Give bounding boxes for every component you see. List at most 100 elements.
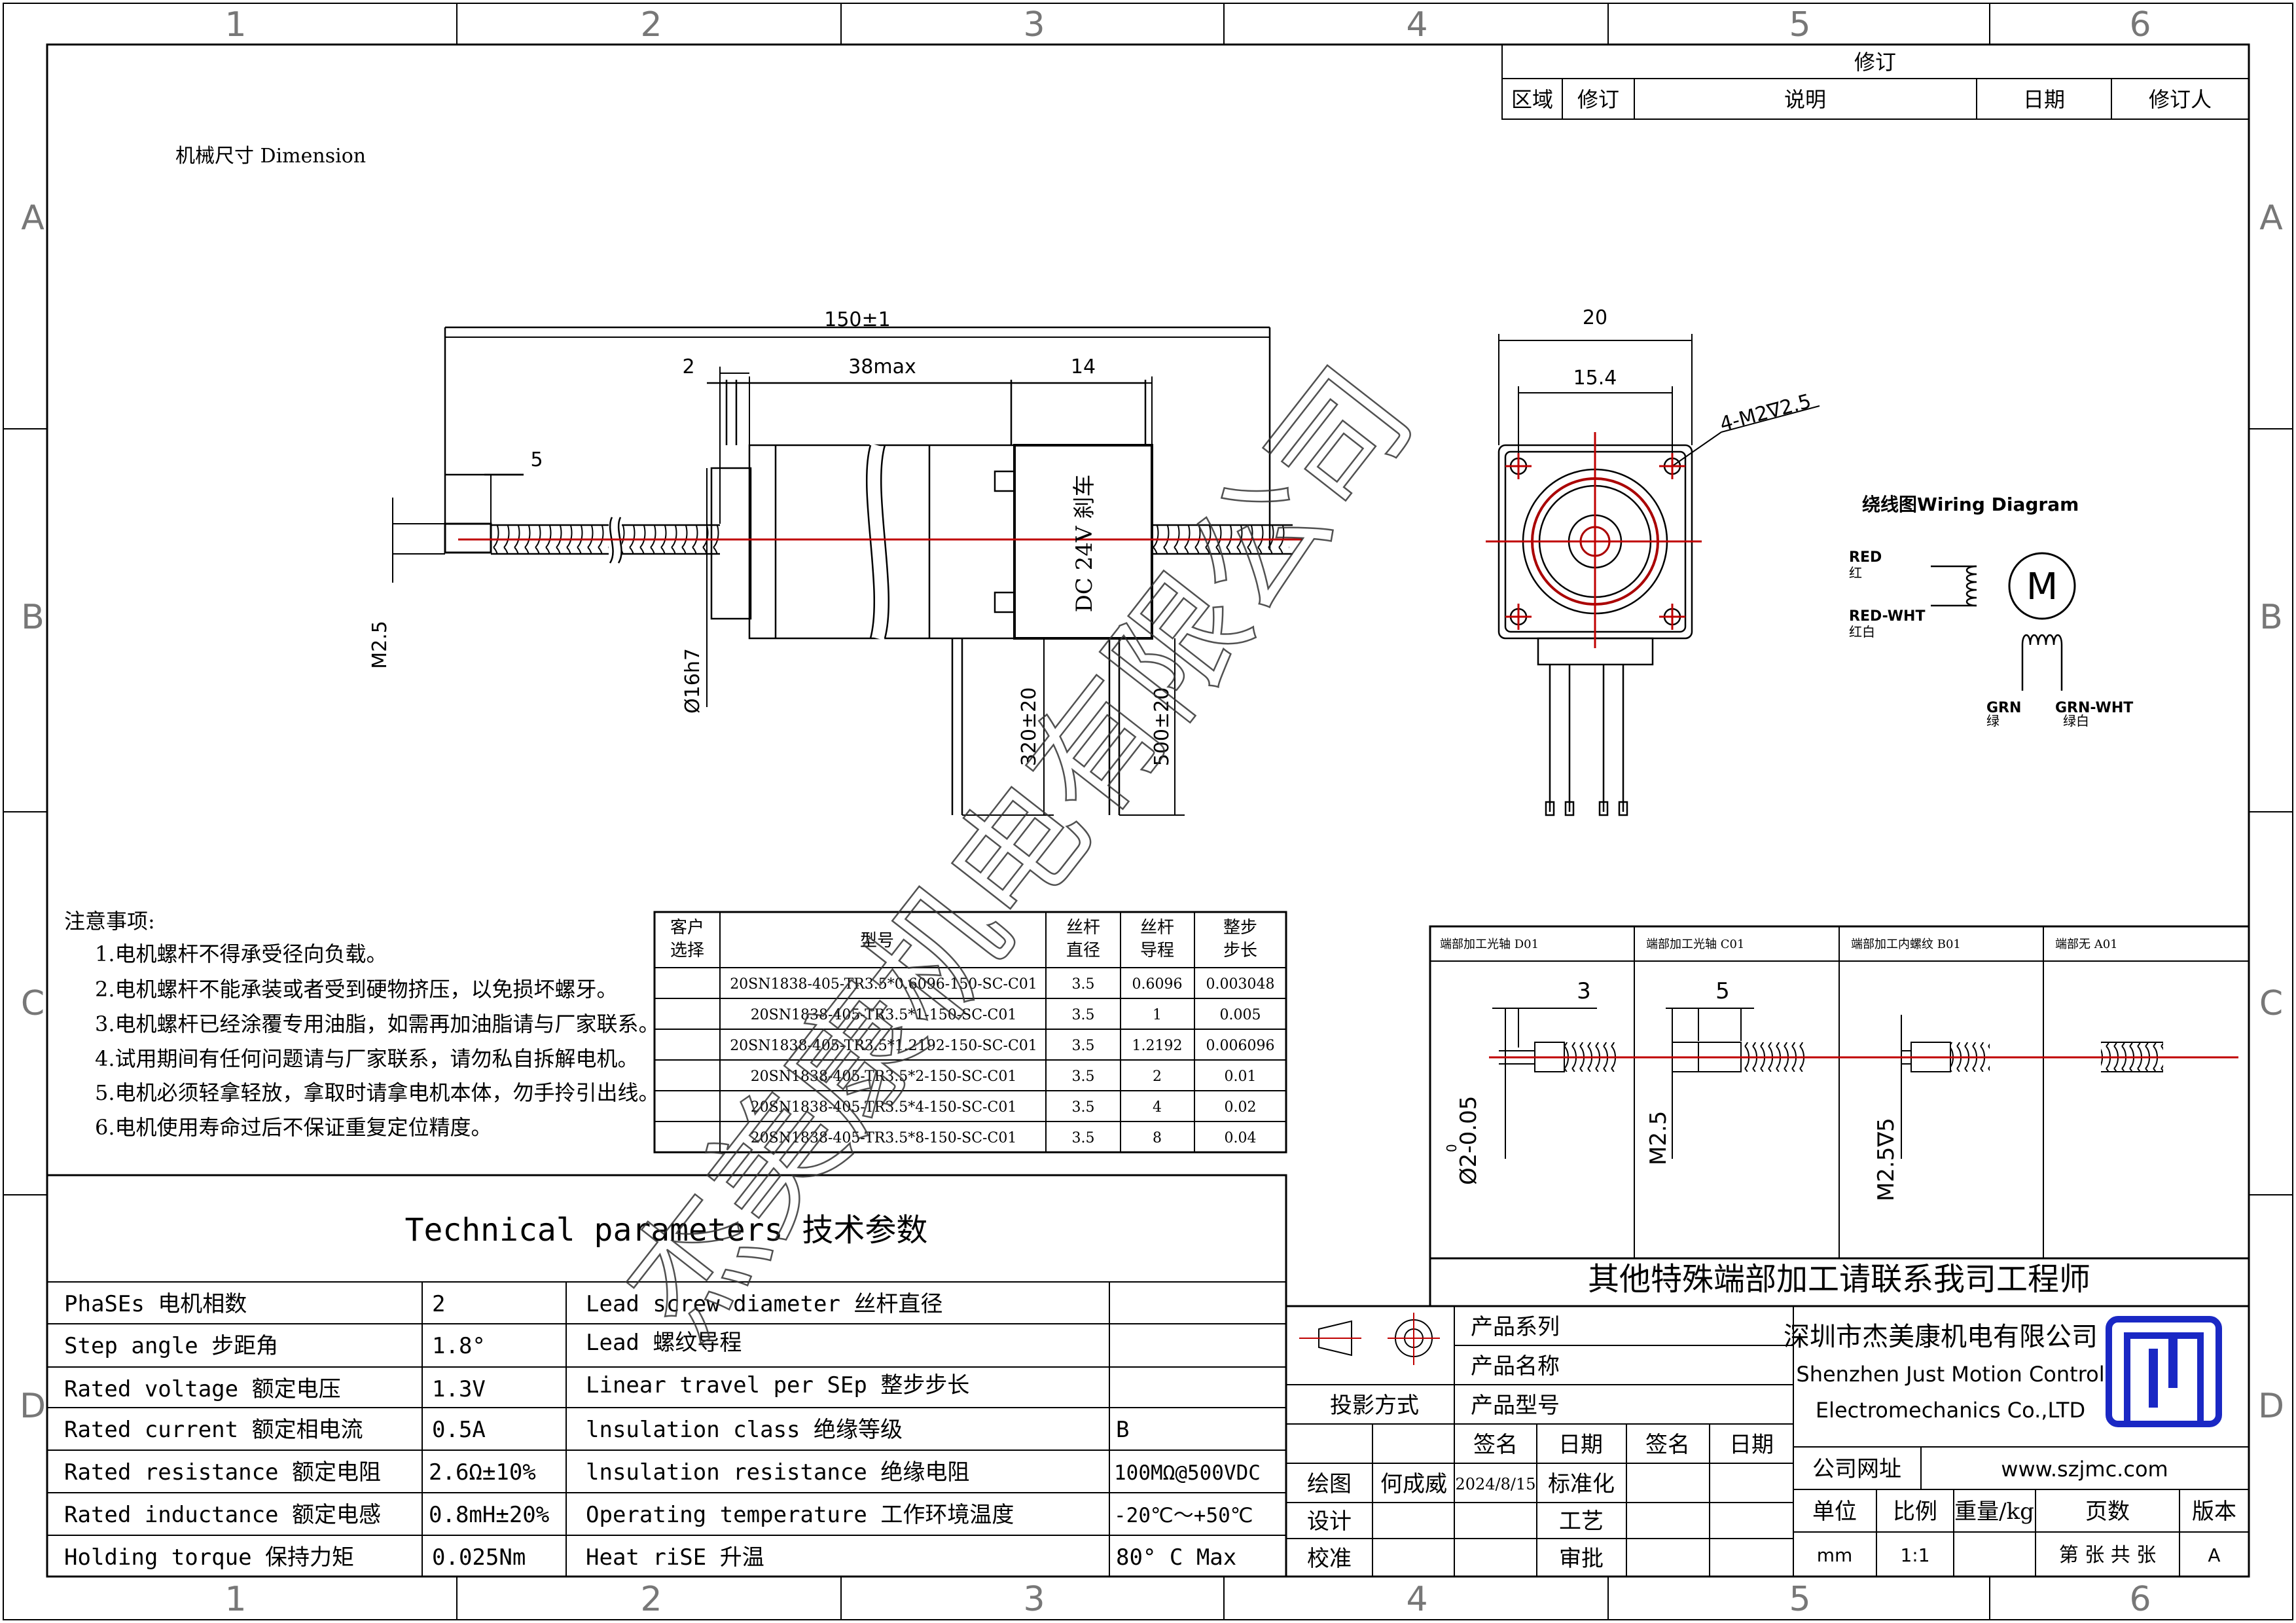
revision-header: 修订人 — [2149, 87, 2212, 112]
tech-params-text: Technical parameters 技术参数 PhaSEs 电机相数 2 … — [64, 1212, 1261, 1571]
th: 客户 — [670, 918, 704, 938]
row-label: C — [2259, 984, 2283, 1023]
end-dim: 3 — [1577, 978, 1591, 1004]
param-label: Heat riSE 升温 — [586, 1544, 764, 1571]
tb-pages: 页数 — [2085, 1499, 2130, 1525]
dim-holes: 4-M2∇2.5 — [1717, 390, 1814, 436]
dim-lead1: 320±20 — [1018, 687, 1041, 767]
td: 0.6096 — [1132, 976, 1183, 993]
row-label: A — [2259, 198, 2283, 238]
title-block-text: 投影方式 产品系列 产品名称 产品型号 签名 日期 签名 日期 绘图 何成威 2… — [1307, 1314, 2236, 1572]
param-label: Lead screw diameter 丝杆直径 — [586, 1291, 942, 1317]
th: 丝杆 — [1066, 918, 1100, 938]
url-label: 公司网址 — [1812, 1456, 1901, 1482]
param-label: Rated inductance 额定电感 — [64, 1502, 381, 1528]
param-value: 1.3V — [432, 1376, 486, 1402]
tb-unit-val: mm — [1817, 1544, 1853, 1566]
col-label: 6 — [2129, 5, 2151, 45]
ends-panel — [1429, 925, 2250, 1307]
param-value: -20℃～+50℃ — [1114, 1504, 1253, 1527]
td: 0.01 — [1225, 1068, 1257, 1085]
param-value: 80° C Max — [1116, 1544, 1236, 1571]
notes: 注意事项: 1.电机螺杆不得承受径向负载。 2.电机螺杆不能承装或者受到硬物挤压… — [64, 909, 660, 1140]
td: 3.5 — [1072, 1068, 1095, 1085]
company-en2: Electromechanics Co.,LTD — [1816, 1398, 2085, 1423]
td-model: 20SN1838-405-TR3.5*4-150-SC-C01 — [751, 1099, 1017, 1116]
td-model: 20SN1838-405-TR3.5*1-150-SC-C01 — [751, 1007, 1017, 1023]
td: 1.2192 — [1132, 1038, 1183, 1054]
tb-check: 校准 — [1307, 1546, 1352, 1572]
coil-b — [2021, 634, 2063, 691]
tb-date: 日期 — [1729, 1432, 1774, 1458]
tb-draw: 绘图 — [1307, 1471, 1352, 1497]
tb-sign: 签名 — [1473, 1432, 1518, 1458]
col-label: 1 — [224, 1580, 246, 1619]
param-label: lnsulation class 绝缘等级 — [586, 1417, 903, 1443]
param-value: B — [1116, 1417, 1129, 1443]
zone-labels: 1 2 3 4 5 6 1 2 3 4 5 6 A B C D A B C D — [20, 5, 2284, 1619]
tb-design: 设计 — [1307, 1508, 1352, 1535]
wire-code: GRN — [1986, 700, 2021, 716]
td: 3.5 — [1072, 1038, 1095, 1054]
model-table-text: 客户 选择 型号 丝杆 直径 丝杆 导程 整步 步长 20SN1838-405-… — [670, 918, 1275, 1146]
td-model: 20SN1838-405-TR3.5*0.6096-150-SC-C01 — [730, 976, 1037, 993]
param-label: PhaSEs 电机相数 — [64, 1291, 247, 1317]
td: 0.02 — [1225, 1099, 1257, 1116]
param-label: Rated voltage 额定电压 — [64, 1376, 341, 1402]
tb-model: 产品型号 — [1471, 1393, 1560, 1419]
col-label: 4 — [1406, 5, 1427, 45]
td: 3.5 — [1072, 1099, 1095, 1116]
tb-draw-date: 2024/8/15 — [1455, 1475, 1535, 1493]
dim-pilot: Ø16h7 — [681, 648, 704, 714]
param-value: 2 — [432, 1291, 445, 1317]
row-label: C — [21, 984, 45, 1023]
th: 步长 — [1223, 941, 1257, 960]
th: 导程 — [1140, 941, 1174, 960]
front-view-dims: 20 15.4 4-M2∇2.5 — [1573, 306, 1814, 436]
tb-sign: 签名 — [1645, 1432, 1690, 1458]
front-centerlines — [1486, 432, 1702, 648]
wire-cn: 绿 — [1986, 713, 2000, 729]
note-item: 3.电机螺杆已经涂覆专用油脂，如需再加油脂请与厂家联系。 — [95, 1012, 660, 1036]
col-label: 6 — [2129, 1580, 2151, 1619]
wiring-diagram: 绕线图Wiring Diagram M RED 红 RED-WHT 红白 GRN… — [1849, 494, 2133, 729]
col-label: 3 — [1023, 5, 1045, 45]
row-label: B — [2259, 598, 2283, 637]
model-table — [653, 911, 1287, 1154]
col-label: 2 — [640, 1580, 662, 1619]
col-label: 5 — [1789, 5, 1810, 45]
td: 0.003048 — [1206, 976, 1275, 993]
col-label: 1 — [224, 5, 246, 45]
row-label: D — [20, 1387, 46, 1426]
td: 8 — [1153, 1130, 1162, 1146]
col-label: 4 — [1406, 1580, 1427, 1619]
tb-approve: 审批 — [1559, 1546, 1604, 1572]
dim-hole-spacing: 15.4 — [1573, 367, 1617, 390]
dim-brake: 14 — [1071, 356, 1096, 378]
motor-symbol — [2008, 552, 2076, 620]
col-label: 3 — [1023, 1580, 1045, 1619]
param-value: 1.8° — [432, 1333, 486, 1359]
param-value: 100MΩ@500VDC — [1114, 1461, 1261, 1485]
tb-date: 日期 — [1558, 1432, 1603, 1458]
td: 0.006096 — [1206, 1038, 1275, 1054]
tb-scale: 比例 — [1893, 1499, 1937, 1525]
end-dim: 5 — [1715, 978, 1730, 1004]
td: 3.5 — [1072, 976, 1095, 993]
td: 4 — [1153, 1099, 1162, 1116]
param-value: 2.6Ω±10% — [429, 1459, 536, 1486]
revision-header: 说明 — [1784, 87, 1826, 112]
end-header: 端部加工光轴 C01 — [1646, 938, 1744, 951]
revision-title: 修订 — [1854, 50, 1896, 75]
revision-block: 修订 区域 修订 说明 日期 修订人 — [1501, 44, 2250, 120]
company-en1: Shenzhen Just Motion Control — [1796, 1362, 2104, 1387]
wire-code: GRN-WHT — [2055, 700, 2133, 716]
param-value: 0.025Nm — [432, 1544, 526, 1571]
tb-name: 产品名称 — [1471, 1353, 1560, 1379]
company-cn: 深圳市杰美康机电有限公司 — [1784, 1322, 2098, 1352]
td: 0.04 — [1225, 1130, 1257, 1146]
dim-body: 38max — [848, 356, 916, 378]
tb-unit: 单位 — [1812, 1499, 1857, 1525]
td-model: 20SN1838-405-TR3.5*1.2192-150-SC-C01 — [730, 1038, 1037, 1054]
param-label: Holding torque 保持力矩 — [64, 1544, 354, 1571]
